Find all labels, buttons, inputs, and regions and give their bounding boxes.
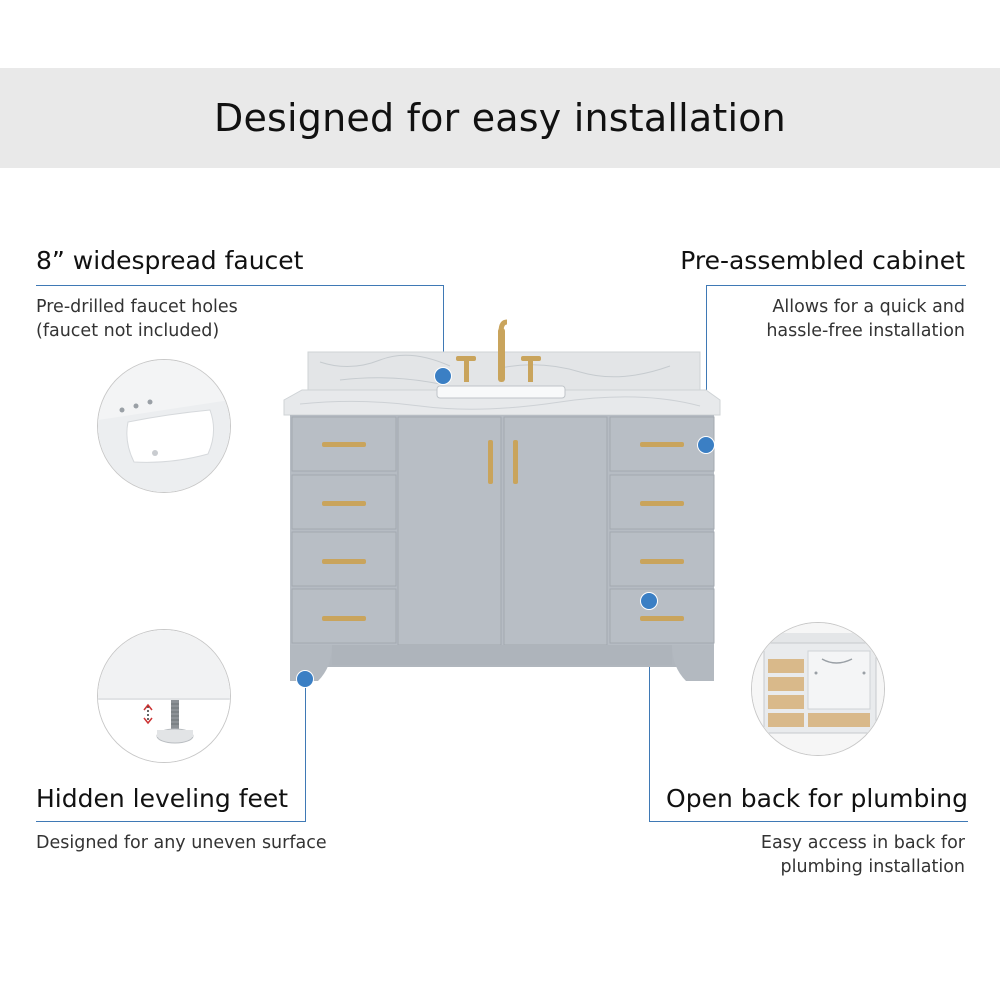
plumbing-feature-title: Open back for plumbing	[666, 784, 968, 813]
feet-callout-dot	[297, 671, 313, 687]
faucet-callout-line	[36, 285, 444, 286]
cabinet-callout-dot	[698, 437, 714, 453]
faucet-feature-desc-2: (faucet not included)	[36, 321, 220, 341]
feet-feature-desc-1: Designed for any uneven surface	[36, 833, 327, 853]
cabinet-callout-leader	[706, 285, 707, 444]
feet-feature-title: Hidden leveling feet	[36, 784, 289, 813]
feet-callout-leader	[305, 679, 306, 822]
cabinet-feature-title: Pre-assembled cabinet	[680, 246, 965, 275]
plumbing-callout-leader	[649, 601, 650, 822]
vanity-illustration	[283, 319, 721, 681]
sink-detail-circle	[97, 359, 231, 493]
plumbing-feature-desc-2: plumbing installation	[780, 857, 965, 877]
cabinet-feature-desc-2: hassle-free installation	[766, 321, 965, 341]
plumbing-callout-line	[649, 821, 968, 822]
header-banner: Designed for easy installation	[0, 68, 1000, 168]
plumbing-feature-desc-1: Easy access in back for	[760, 833, 965, 853]
faucet-feature-desc-1: Pre-drilled faucet holes	[36, 297, 238, 317]
cabinet-feature-desc-1: Allows for a quick and	[772, 297, 965, 317]
leveling-foot-detail-circle	[97, 629, 231, 763]
feet-callout-line	[36, 821, 305, 822]
open-back-detail-circle	[751, 622, 885, 756]
faucet-callout-dot	[435, 368, 451, 384]
cabinet-callout-line	[706, 285, 966, 286]
plumbing-callout-dot	[641, 593, 657, 609]
page-title: Designed for easy installation	[214, 96, 786, 140]
faucet-feature-title: 8” widespread faucet	[36, 246, 304, 275]
faucet-callout-leader	[443, 285, 444, 376]
